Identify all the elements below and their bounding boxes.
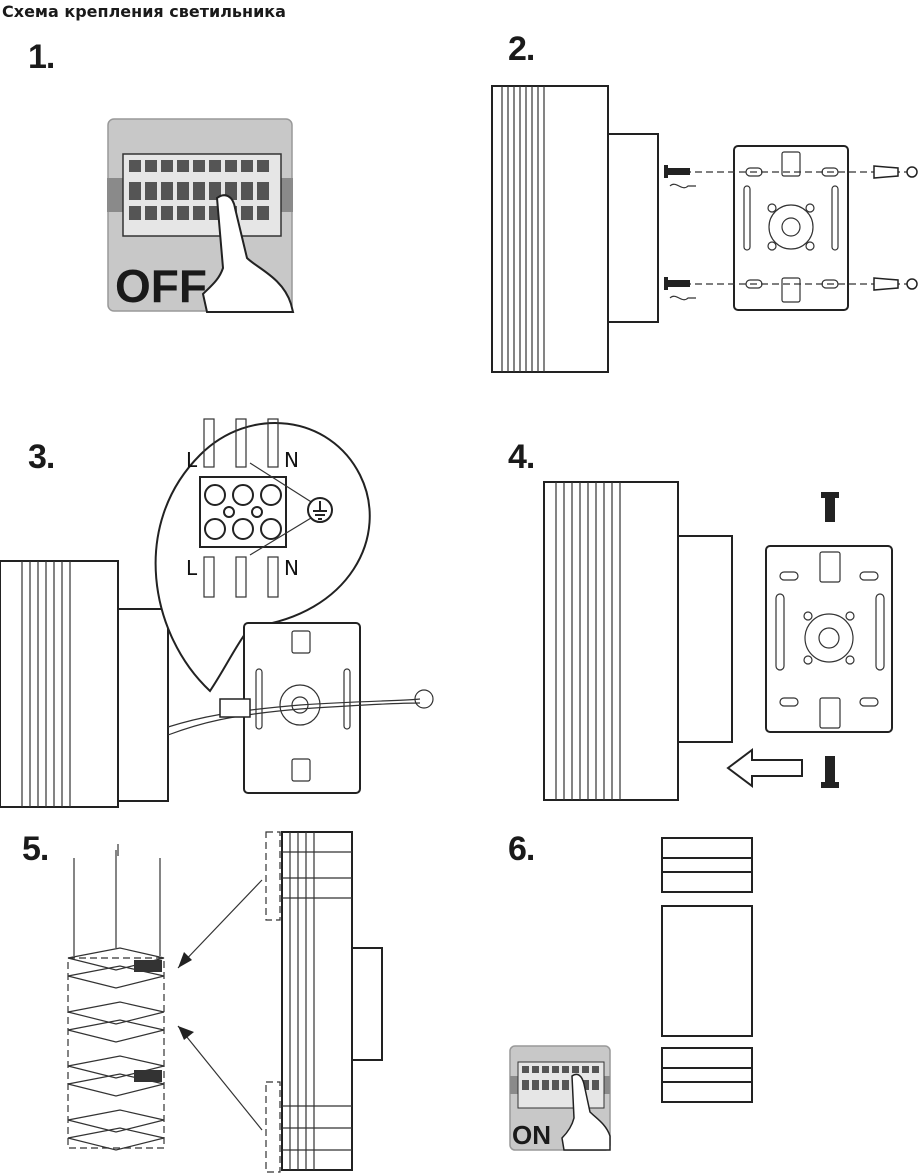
step-1-number: 1. bbox=[28, 38, 55, 76]
step-4-number: 4. bbox=[508, 438, 535, 476]
step-6-number: 6. bbox=[508, 830, 535, 868]
terminal-label-n-bottom: N bbox=[284, 556, 299, 580]
switch-state-label: OFF bbox=[115, 260, 207, 312]
finger-pressing-icon bbox=[201, 194, 295, 313]
finger-pressing-icon bbox=[561, 1073, 611, 1151]
step-5-diffuser bbox=[67, 831, 383, 1173]
arrow-left-icon bbox=[726, 748, 803, 788]
step-3-wiring: L N L N bbox=[0, 418, 434, 808]
switch-state-label: ON bbox=[512, 1120, 551, 1150]
ground-symbol-icon bbox=[307, 497, 333, 523]
step-6-finished: ON bbox=[509, 837, 753, 1151]
terminal-label-l-bottom: L bbox=[186, 556, 198, 580]
step-1-breaker-panel: OFF bbox=[107, 118, 295, 313]
step-5-number: 5. bbox=[22, 830, 49, 868]
step-4-attach bbox=[543, 481, 893, 801]
terminal-block bbox=[199, 476, 287, 548]
terminal-label-n-top: N bbox=[284, 448, 299, 472]
finished-lamp bbox=[661, 837, 753, 1103]
screw-icon bbox=[664, 165, 690, 290]
step-2-number: 2. bbox=[508, 30, 535, 68]
step-2-mounting bbox=[491, 85, 918, 373]
step-3-number: 3. bbox=[28, 438, 55, 476]
wall-plug-icon bbox=[873, 165, 918, 291]
step-6-breaker-panel: ON bbox=[509, 1045, 611, 1151]
terminal-label-l-top: L bbox=[186, 448, 198, 472]
breaker-row bbox=[122, 153, 282, 237]
screw-icon bbox=[821, 492, 839, 788]
diagram-title: Схема крепления светильника bbox=[2, 2, 286, 21]
